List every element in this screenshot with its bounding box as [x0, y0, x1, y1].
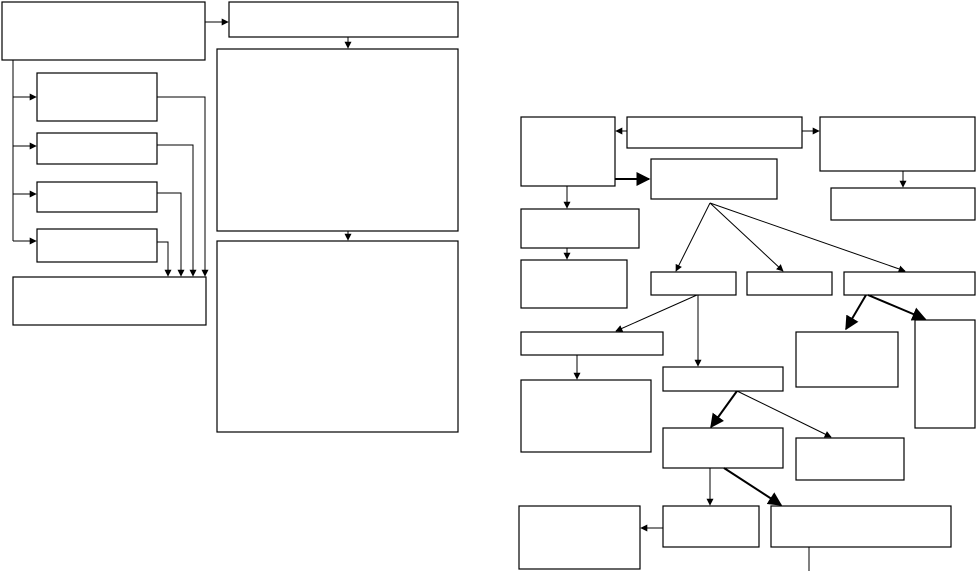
connector-sub1: [157, 96, 209, 277]
r-left-large-box: [520, 379, 652, 453]
r-branch-box-2: [746, 271, 833, 296]
r-top-center-box: [626, 116, 803, 149]
r-mid-left-box: [520, 331, 664, 356]
left-bottom-box: [12, 276, 207, 326]
left-sub-box-2: [36, 132, 158, 165]
left-sub-box-4: [36, 228, 158, 263]
r-center-low-box: [662, 427, 784, 469]
r-left-box-2: [520, 208, 640, 249]
r-center-box: [650, 158, 778, 200]
r-far-right-tall-box: [914, 319, 976, 429]
connector-sub2: [157, 144, 197, 277]
r-fan-arrow-3: [709, 202, 906, 273]
r-right-second-box: [830, 187, 976, 221]
r-right-low-box: [795, 437, 905, 481]
r-left-tall-box: [520, 116, 616, 187]
right-flowchart: [518, 116, 976, 571]
left-sub-box-1: [36, 72, 158, 122]
r-branch1-arrow-left: [615, 294, 698, 332]
r-fan-arrow-2: [709, 202, 784, 272]
r-bottom-right-box: [770, 505, 952, 548]
r-branch-box-1: [650, 271, 737, 296]
r-centerlow-arrow-right: [723, 467, 783, 506]
left-top-box: [1, 1, 206, 61]
middle-box-3: [216, 240, 459, 433]
r-bottom-left-box: [518, 505, 641, 570]
r-center-mid-box: [662, 366, 784, 392]
r-centermid-arrow-left: [710, 390, 738, 429]
middle-top-box: [228, 1, 459, 38]
r-top-right-box: [819, 116, 976, 172]
r-branch3-arrow-right: [867, 294, 927, 321]
connector-sub4: [157, 241, 172, 277]
left-sub-box-3: [36, 181, 158, 213]
r-left-box-3: [520, 259, 628, 309]
r-branch3-arrow-left: [845, 294, 867, 331]
r-right-mid-box: [795, 331, 899, 388]
r-fan-arrow-1: [675, 202, 711, 272]
left-flowchart: [1, 1, 459, 433]
connector-sub3: [157, 192, 185, 277]
r-bottom-center-box: [662, 505, 760, 548]
middle-box-2: [216, 48, 459, 232]
r-branch-box-3: [843, 271, 976, 296]
r-centermid-arrow-right: [736, 390, 832, 438]
